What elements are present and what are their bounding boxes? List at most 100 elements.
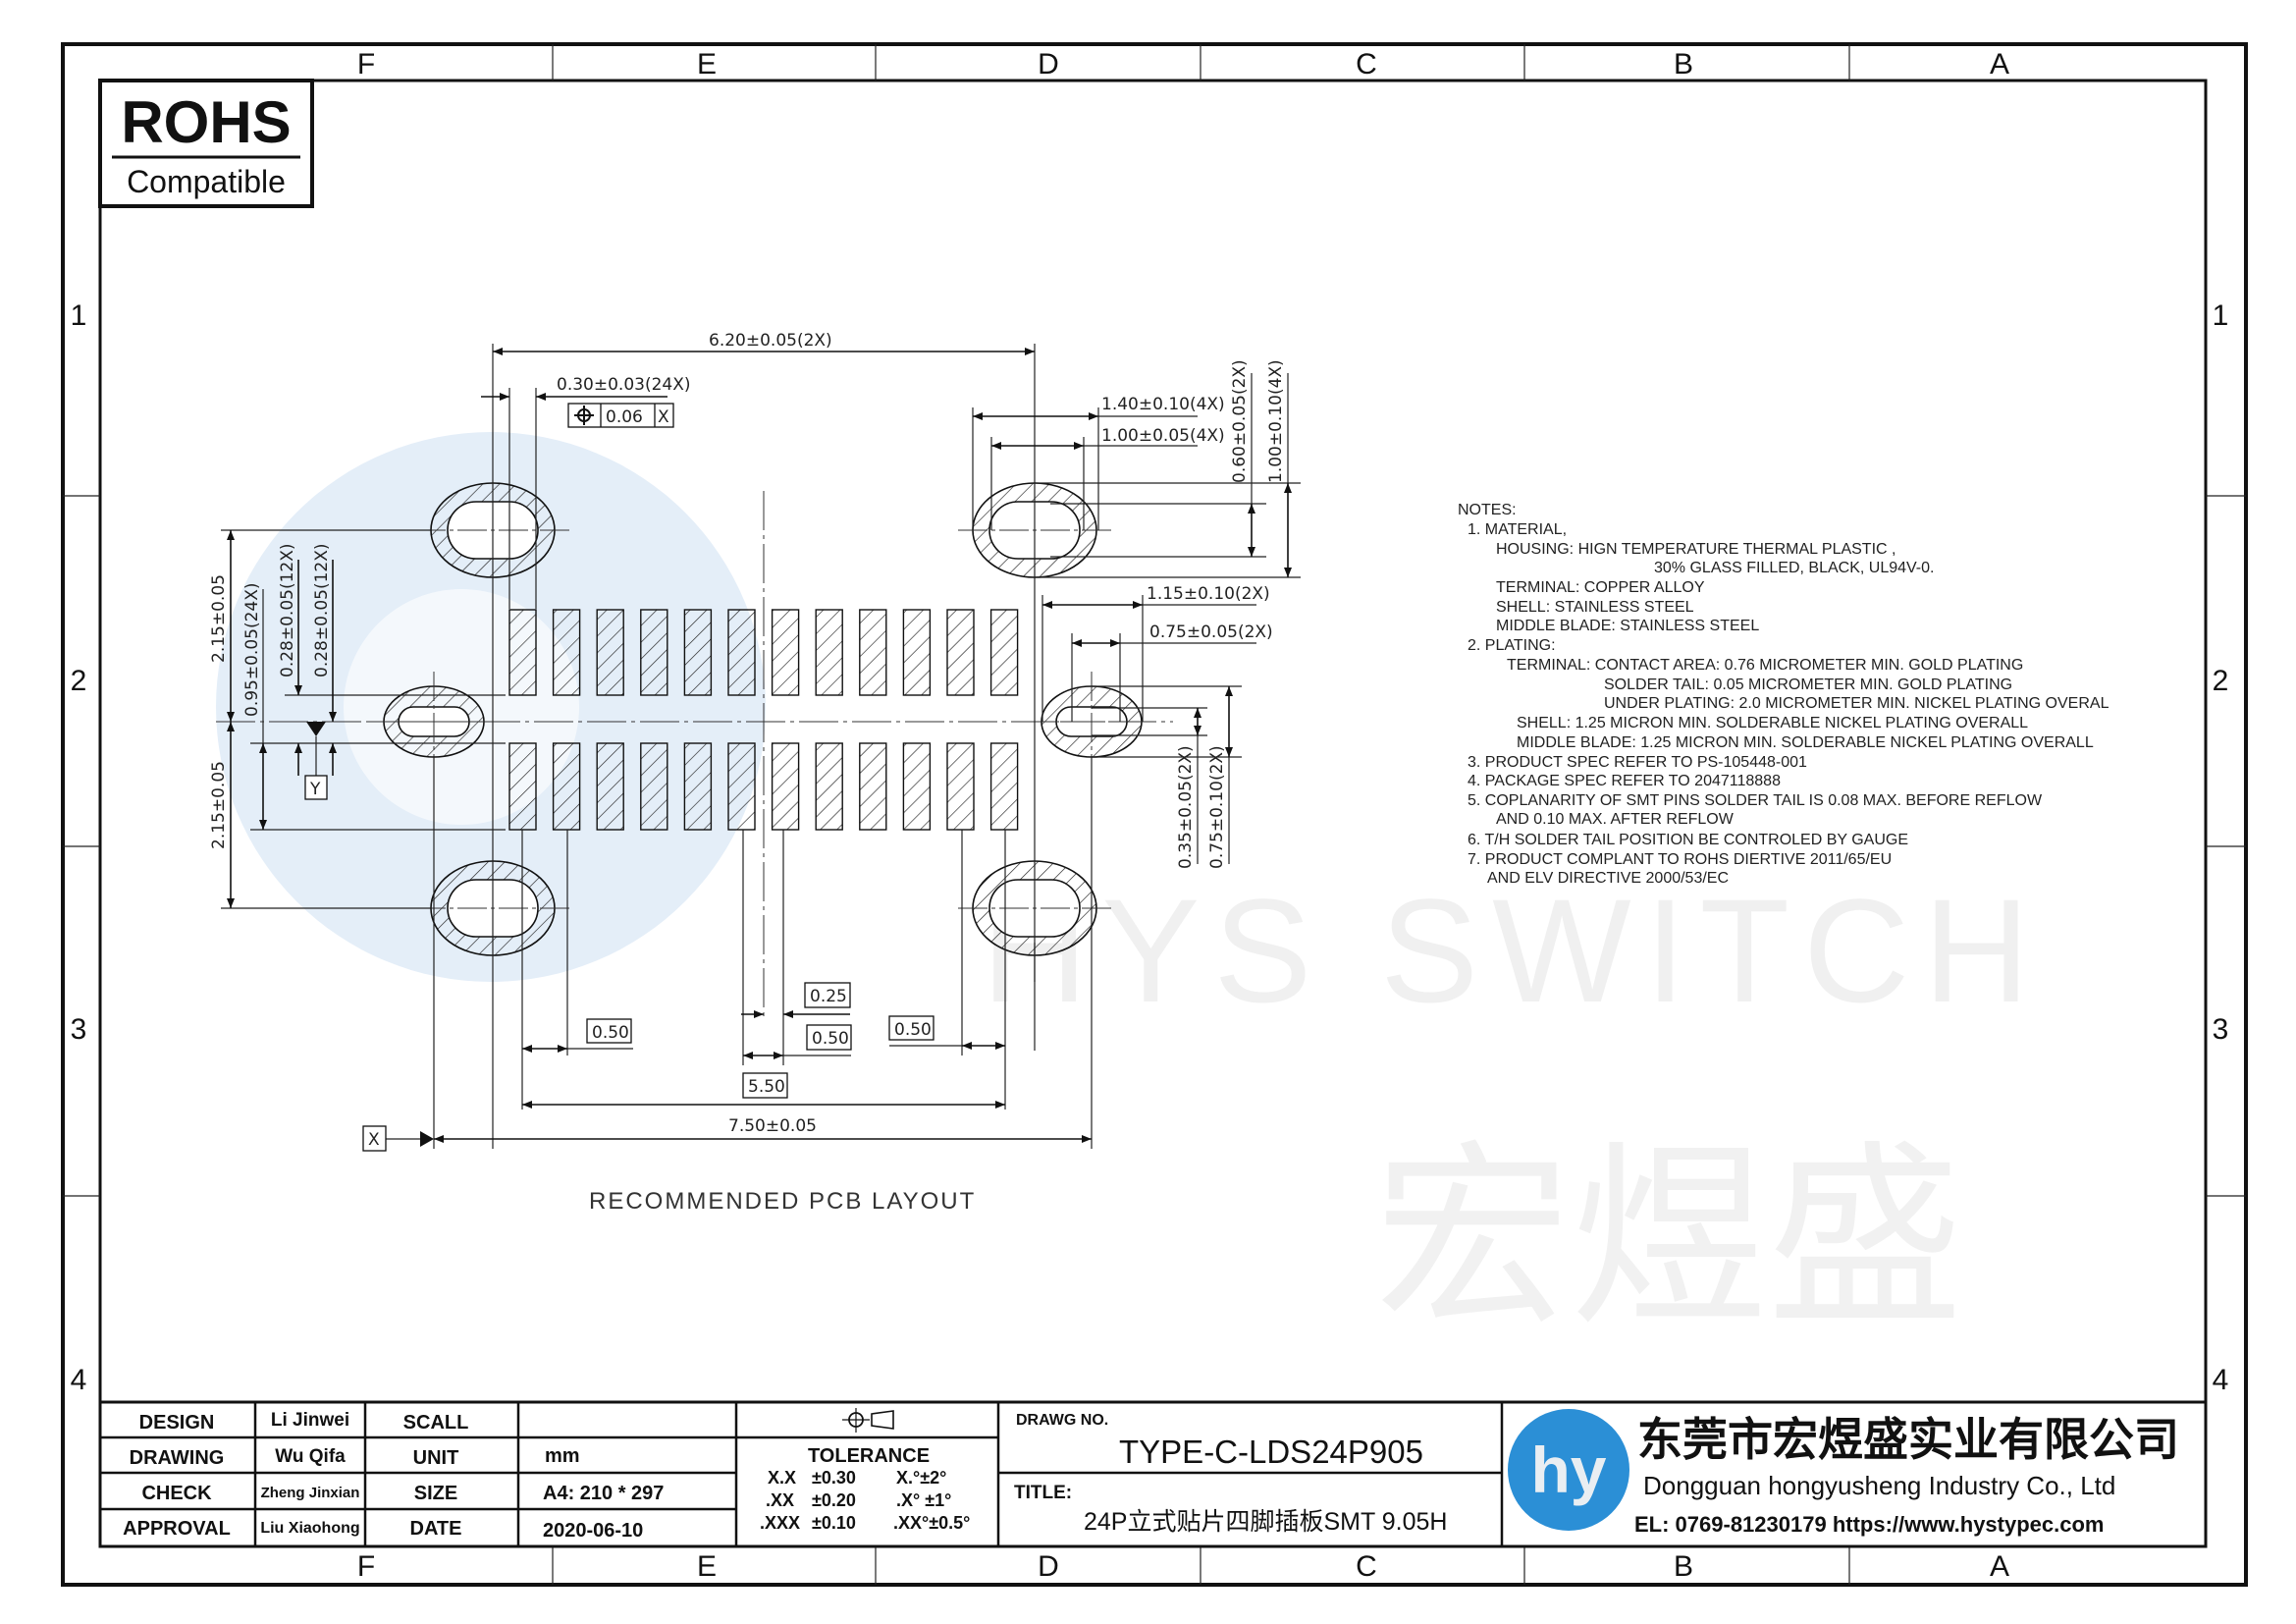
pad-bottom-5 <box>683 742 713 831</box>
note-line: MIDDLE BLADE: STAINLESS STEEL <box>1496 618 1759 634</box>
note-line: MIDDLE BLADE: 1.25 MICRON MIN. SOLDERABL… <box>1517 734 2094 751</box>
pad-bottom-11 <box>946 742 975 831</box>
row-label-right: 1 <box>2213 299 2229 332</box>
name-drawing: Wu Qifa <box>275 1446 346 1467</box>
row-label-right: 2 <box>2213 665 2229 697</box>
pad-top-12 <box>989 609 1019 696</box>
pad-top-6 <box>727 609 756 696</box>
logo-text: hy <box>1530 1434 1606 1506</box>
tol-key: .XXX <box>760 1513 800 1533</box>
tol-value: ±0.20 <box>812 1490 856 1510</box>
rohs-title: ROHS <box>121 89 291 155</box>
note-line: SHELL: STAINLESS STEEL <box>1496 599 1694 616</box>
dim-0-75-width: 0.75±0.05(2X) <box>1149 623 1273 642</box>
rohs-badge: ROHS Compatible <box>98 79 314 208</box>
dim-6-20: 6.20±0.05(2X) <box>709 331 832 351</box>
dim-0-50-middle: 0.50 <box>812 1029 849 1049</box>
col-label-top: B <box>1674 48 1693 81</box>
pad-top-8 <box>815 609 843 696</box>
field-unit: UNIT <box>413 1447 459 1469</box>
datum-x: X <box>362 1125 434 1152</box>
field-size: SIZE <box>414 1483 457 1504</box>
pad-bottom-3 <box>596 742 624 831</box>
dim-7-50: 7.50±0.05 <box>728 1116 817 1136</box>
pad-bottom-1 <box>508 742 537 831</box>
tol-key: .XX <box>766 1490 794 1510</box>
col-label-bottom: C <box>1356 1550 1377 1583</box>
row-label-right: 3 <box>2213 1013 2229 1046</box>
tol-value: ±0.30 <box>812 1468 856 1488</box>
dim-0-35: 0.35±0.05(2X) <box>1176 745 1196 869</box>
pad-bottom-2 <box>552 742 581 831</box>
dim-0-60: 0.60±0.05(2X) <box>1230 359 1250 483</box>
company-name-en: Dongguan hongyusheng Industry Co., Ltd <box>1643 1471 2115 1500</box>
row-label-left: 1 <box>71 299 87 332</box>
pad-top-1 <box>508 609 537 696</box>
dim-0-25: 0.25 <box>810 987 847 1006</box>
dim-0-30: 0.30±0.03(24X) <box>557 375 691 395</box>
role-drawing: DRAWING <box>130 1447 225 1469</box>
title-label: TITLE: <box>1014 1483 1072 1503</box>
note-line: 7. PRODUCT COMPLANT TO ROHS DIERTIVE 201… <box>1468 851 1892 868</box>
role-check: CHECK <box>141 1483 212 1504</box>
note-line: SOLDER TAIL: 0.05 MICROMETER MIN. GOLD P… <box>1604 677 2012 693</box>
pad-top-5 <box>683 609 713 696</box>
note-line: 30% GLASS FILLED, BLACK, UL94V-0. <box>1654 560 1934 576</box>
note-line: SHELL: 1.25 MICRON MIN. SOLDERABLE NICKE… <box>1517 715 2028 731</box>
tol-key: X.X <box>768 1468 796 1488</box>
note-line: 1. MATERIAL, <box>1468 521 1567 538</box>
position-tolerance-value: 0.06 <box>606 407 643 427</box>
dim-5-50: 5.50 <box>748 1077 785 1097</box>
drawing-title: 24P立式贴片四脚插板SMT 9.05H <box>1084 1508 1447 1536</box>
pad-top-9 <box>859 609 887 696</box>
pad-top-2 <box>552 609 581 696</box>
datum-y-label: Y <box>309 780 321 799</box>
company-contact: EL: 0769-81230179 https://www.hystypec.c… <box>1634 1512 2105 1537</box>
value-date: 2020-06-10 <box>543 1520 643 1542</box>
company-logo: hy <box>1508 1409 1629 1531</box>
note-line: HOUSING: HIGN TEMPERATURE THERMAL PLASTI… <box>1496 541 1896 558</box>
datum-y: Y <box>304 722 328 800</box>
col-label-top: C <box>1356 48 1377 81</box>
title-block: DESIGN DRAWING CHECK APPROVAL Li Jinwei … <box>98 1400 2208 1548</box>
value-unit: mm <box>545 1445 580 1467</box>
pad-bottom-7 <box>771 742 800 831</box>
watermark-cn: 宏煜盛 <box>1374 1129 1963 1348</box>
pad-top-10 <box>902 609 932 696</box>
outer-border <box>61 42 2248 1587</box>
position-icon <box>574 406 594 425</box>
col-label-bottom: B <box>1674 1550 1693 1583</box>
dim-0-28-a: 0.28±0.05(12X) <box>278 544 297 678</box>
watermark-text: HYS SWITCH <box>982 868 2044 1033</box>
pad-bottom-6 <box>727 742 756 831</box>
watermark: 宏煜盛 HYS SWITCH <box>216 432 2044 1348</box>
tolerance-label: TOLERANCE <box>808 1445 930 1467</box>
note-line: 6. T/H SOLDER TAIL POSITION BE CONTROLED… <box>1468 832 1908 848</box>
pad-top-7 <box>771 609 800 696</box>
company-name-cn: 东莞市宏煜盛实业有限公司 <box>1637 1414 2179 1465</box>
row-label-left: 2 <box>71 665 87 697</box>
col-label-top: D <box>1038 48 1059 81</box>
drawing-no: TYPE-C-LDS24P905 <box>1119 1434 1423 1470</box>
note-line: 4. PACKAGE SPEC REFER TO 2047118888 <box>1468 773 1781 789</box>
col-label-top: E <box>697 48 717 81</box>
note-line: TERMINAL: CONTACT AREA: 0.76 MICROMETER … <box>1507 657 2023 674</box>
projection-symbol-icon <box>842 1408 894 1433</box>
pad-top-11 <box>946 609 975 696</box>
dim-0-28-b: 0.28±0.05(12X) <box>312 544 332 678</box>
note-line: 5. COPLANARITY OF SMT PINS SOLDER TAIL I… <box>1468 792 2043 809</box>
dim-1-00-height: 1.00±0.10(4X) <box>1266 359 1286 483</box>
dim-1-15: 1.15±0.10(2X) <box>1147 584 1270 604</box>
dim-2-15-lower: 2.15±0.05 <box>209 761 229 849</box>
pad-bottom-12 <box>989 742 1019 831</box>
position-tolerance-frame: 0.06 X <box>567 403 674 428</box>
col-label-bottom: E <box>697 1550 717 1583</box>
note-line: 2. PLATING: <box>1468 637 1556 654</box>
col-label-bottom: A <box>1990 1550 2009 1583</box>
col-label-top: F <box>357 48 375 81</box>
position-tolerance-ref: X <box>658 407 669 427</box>
tol-value: ±0.10 <box>812 1513 856 1533</box>
frame-ticks <box>63 44 2246 1585</box>
col-label-bottom: F <box>357 1550 375 1583</box>
